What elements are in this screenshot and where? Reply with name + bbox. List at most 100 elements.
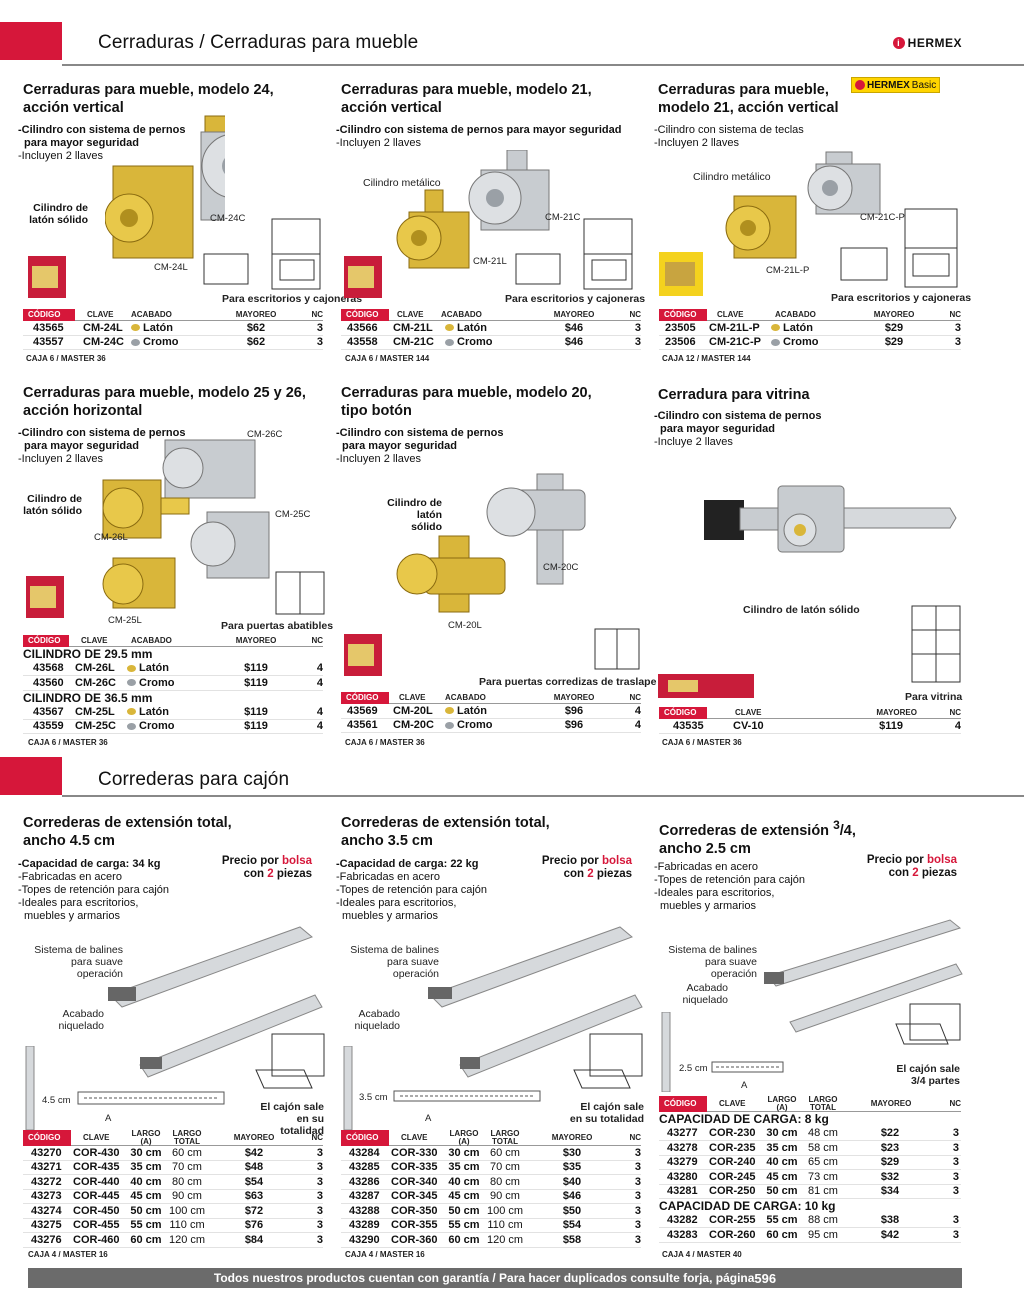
cell-code: 43271: [31, 1161, 62, 1174]
cell-nc: 3: [316, 1146, 323, 1159]
part-label: CM-25L: [108, 615, 142, 626]
price-table: CÓDIGO CLAVE LARGO (A) LARGO TOTAL MAYOR…: [341, 1129, 641, 1248]
cell-price: $50: [562, 1204, 582, 1217]
cabinet-drawing: [515, 218, 633, 290]
cell-a: 45 cm: [766, 1170, 798, 1183]
product-features: -Cilindro con sistema de pernos para may…: [336, 427, 504, 465]
brass-swatch-icon: [445, 707, 454, 715]
cell-a: 35 cm: [130, 1161, 162, 1174]
package-image: [658, 674, 754, 698]
table-row: 43567 CM-25L Latón $119 4: [23, 705, 323, 720]
cell-price: $35: [562, 1161, 582, 1174]
callout: Cilindro metálico: [693, 171, 771, 183]
cell-key: COR-355: [391, 1219, 438, 1232]
brass-swatch-icon: [771, 324, 780, 332]
use-caption: Para vitrina: [905, 691, 963, 703]
slide-side-view: [661, 1012, 671, 1092]
cell-t: 60 cm: [172, 1146, 202, 1159]
cell-t: 48 cm: [808, 1127, 838, 1140]
use-caption: Para escritorios y cajoneras: [505, 293, 646, 305]
table-row: 43569 CM-20L Latón $96 4: [341, 704, 641, 719]
chrome-swatch-icon: [771, 338, 780, 346]
drawer-drawing: [573, 1033, 643, 1089]
price-note: Precio por bolsa con 2 piezas: [221, 855, 312, 880]
cell-price: $42: [244, 1146, 264, 1159]
dimension-drawing: [711, 1061, 784, 1073]
product-features: -Capacidad de carga: 22 kg -Fabricadas e…: [336, 858, 488, 922]
cabinet-drawing: [594, 628, 640, 670]
part-label: CM-26C: [247, 429, 283, 440]
cell-price: $72: [244, 1204, 264, 1217]
lock-image: [105, 115, 225, 259]
cell-nc: 3: [316, 1219, 323, 1232]
group-heading: CILINDRO DE 36.5 mm: [23, 690, 153, 705]
cell-code: 43290: [349, 1233, 380, 1246]
table-row: 43557 CM-24C Cromo $62 3: [23, 336, 323, 350]
cell-nc: 3: [634, 1233, 641, 1246]
cell-code: 43280: [667, 1170, 698, 1183]
use-caption: Para puertas corredizas de traslape: [479, 676, 657, 688]
product-title: Cerraduras para mueble, modelo 21,acción…: [341, 82, 592, 116]
package-image: [344, 256, 382, 298]
product-title: Cerraduras para mueble, modelo 25 y 26,a…: [23, 385, 306, 419]
cell-key: COR-330: [391, 1146, 438, 1159]
cell-key: COR-240: [709, 1156, 756, 1169]
part-label: CM-25C: [275, 509, 311, 520]
lock-image: [704, 485, 957, 553]
lock-image: [725, 151, 881, 259]
cell-key: COR-230: [709, 1127, 756, 1140]
cell-nc: 3: [316, 1233, 323, 1246]
cell-key: COR-335: [391, 1161, 438, 1174]
cell-price: $30: [562, 1146, 582, 1159]
cell-nc: 3: [952, 1170, 959, 1183]
part-label: CM-24L: [154, 262, 188, 273]
use-caption: Para puertas abatibles: [221, 620, 334, 632]
cabinet-drawing: [275, 571, 325, 615]
cell-price: $54: [562, 1219, 582, 1232]
cell-code: 43279: [667, 1156, 698, 1169]
table-row: 43566 CM-21L Latón $46 3: [341, 321, 641, 336]
dimension-drawing: [393, 1090, 541, 1102]
cell-nc: 3: [634, 1204, 641, 1217]
callout: Cilindro metálico: [363, 177, 441, 189]
part-label: CM-20C: [543, 562, 579, 573]
cell-key: COR-350: [391, 1204, 438, 1217]
packaging-note: CAJA 4 / MASTER 16: [345, 1250, 425, 1259]
cell-t: 70 cm: [172, 1161, 202, 1174]
package-image: [26, 576, 64, 618]
page-title: Cerraduras / Cerraduras para mueble: [98, 32, 419, 53]
cell-key: COR-345: [391, 1190, 438, 1203]
part-label: CM-21C-P: [860, 212, 905, 223]
cell-a: 40 cm: [766, 1156, 798, 1169]
price-table: CÓDIGO CLAVE LARGO (A) LARGO TOTAL MAYOR…: [659, 1094, 961, 1243]
product-features: -Cilindro con sistema de pernos para may…: [18, 427, 186, 465]
packaging-note: CAJA 12 / MASTER 144: [662, 354, 751, 363]
header-rule: [62, 64, 1024, 66]
part-label: CM-24C: [210, 213, 246, 224]
cell-nc: 3: [634, 1161, 641, 1174]
cell-key: COR-360: [391, 1233, 438, 1246]
chrome-swatch-icon: [445, 338, 454, 346]
cell-t: 88 cm: [808, 1214, 838, 1227]
footer-bar: Todos nuestros productos cuentan con gar…: [28, 1268, 962, 1288]
packaging-note: CAJA 6 / MASTER 36: [28, 738, 108, 747]
cell-nc: 3: [316, 1204, 323, 1217]
cell-nc: 3: [634, 1219, 641, 1232]
cell-a: 45 cm: [448, 1190, 480, 1203]
cell-code: 43276: [31, 1233, 62, 1246]
product-features: -Cilindro con sistema de pernos para may…: [654, 410, 822, 448]
